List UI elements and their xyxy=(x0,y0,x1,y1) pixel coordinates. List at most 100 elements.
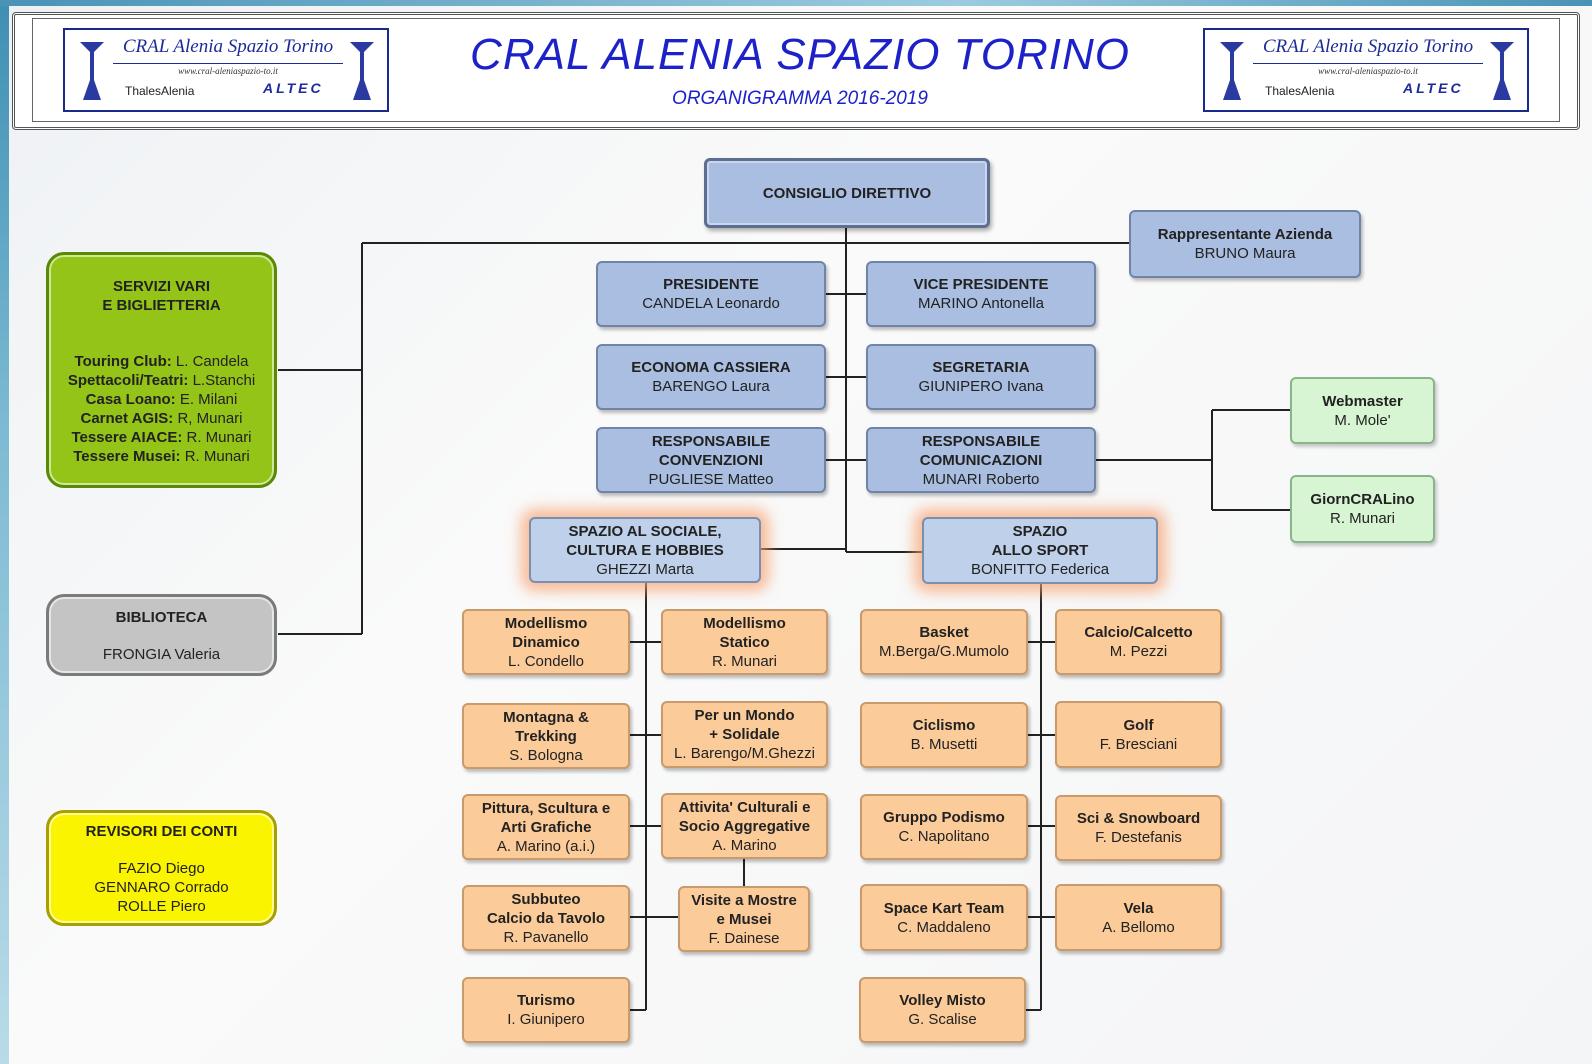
box-title: Gruppo Podismo xyxy=(883,809,1005,826)
logo-title: CRAL Alenia Spazio Torino xyxy=(1262,36,1474,57)
sport-box-basket: Basket M.Berga/G.Mumolo xyxy=(860,609,1028,675)
auditor-name: ROLLE Piero xyxy=(117,898,206,915)
box-title: Arti Grafiche xyxy=(500,818,592,836)
secretary-box: SEGRETARIA GIUNIPERO Ivana xyxy=(866,344,1096,410)
box-name: A. Marino xyxy=(712,836,777,854)
communications-manager-box: RESPONSABILE COMUNICAZIONI MUNARI Robert… xyxy=(866,427,1096,493)
logo-divider xyxy=(113,63,343,64)
box-title: Volley Misto xyxy=(899,992,986,1009)
auditor-name: GENNARO Corrado xyxy=(94,879,229,896)
box-name: BRUNO Maura xyxy=(1194,245,1296,262)
box-title: SEGRETARIA xyxy=(932,359,1030,376)
thales-alenia-logo: ThalesAlenia xyxy=(125,84,195,98)
box-name: BONFITTO Federica xyxy=(970,561,1110,578)
box-title: Socio Aggregative xyxy=(678,817,811,835)
box-name: L. Barengo/M.Ghezzi xyxy=(674,745,815,762)
sport-box-space-kart: Space Kart Team C. Maddaleno xyxy=(860,884,1028,951)
sport-box-ciclismo: Ciclismo B. Musetti xyxy=(860,702,1028,768)
box-title: Vela xyxy=(1123,899,1154,917)
box-name: R. Munari xyxy=(711,652,778,670)
sport-box-calcio: Calcio/Calcetto M. Pezzi xyxy=(1055,609,1222,675)
activity-box-pittura: Pittura, Scultura e Arti Grafiche A. Mar… xyxy=(462,794,630,860)
box-title: + Solidale xyxy=(709,726,780,743)
box-name: F. Dainese xyxy=(708,929,780,947)
box-name: R. Pavanello xyxy=(503,928,589,946)
box-name: C. Napolitano xyxy=(898,828,990,845)
board-box: CONSIGLIO DIRETTIVO xyxy=(704,158,990,228)
box-title: Pittura, Scultura e xyxy=(481,799,611,817)
activity-box-montagna: Montagna & Trekking S. Bologna xyxy=(462,703,630,769)
services-item-label: Carnet AGIS: xyxy=(80,410,174,427)
page-subtitle: ORGANIGRAMMA 2016-2019 xyxy=(672,88,928,109)
box-name: GHEZZI Marta xyxy=(596,560,694,578)
activity-box-modellismo-statico: Modellismo Statico R. Munari xyxy=(661,609,828,675)
services-item-label: Casa Loano: xyxy=(85,391,176,408)
box-title: ECONOMA CASSIERA xyxy=(631,359,791,376)
cral-logo-right: CRAL Alenia Spazio Torino www.cral-aleni… xyxy=(1203,28,1529,112)
president-box: PRESIDENTE CANDELA Leonardo xyxy=(596,261,826,327)
box-title: Webmaster xyxy=(1322,392,1403,410)
logo-title: CRAL Alenia Spazio Torino xyxy=(122,36,334,57)
sport-box-sci: Sci & Snowboard F. Destefanis xyxy=(1055,795,1222,861)
mole-tower-icon xyxy=(350,42,374,100)
services-item: Tessere AIACE: R. Munari xyxy=(49,428,274,447)
box-title: SPAZIO AL SOCIALE, xyxy=(568,522,722,540)
auditors-title: REVISORI DEI CONTI xyxy=(85,823,238,840)
slide-left-stripe xyxy=(0,0,9,1064)
services-item-name: L.Stanchi xyxy=(192,372,256,389)
box-title: Visite a Mostre xyxy=(691,891,797,909)
social-culture-area-box: SPAZIO AL SOCIALE, CULTURA E HOBBIES GHE… xyxy=(529,517,761,583)
logo-url: www.cral-aleniaspazio-to.it xyxy=(1318,66,1418,76)
box-title: Per un Mondo xyxy=(694,707,795,724)
services-item-label: Tessere Musei: xyxy=(73,448,181,465)
box-title: Dinamico xyxy=(512,633,580,651)
box-title: Attivita' Culturali e xyxy=(678,798,811,816)
company-rep-box: Rappresentante Azienda BRUNO Maura xyxy=(1129,210,1361,278)
services-item: Carnet AGIS: R, Munari xyxy=(49,409,274,428)
box-name: F. Bresciani xyxy=(1099,735,1178,753)
vice-president-box: VICE PRESIDENTE MARINO Antonella xyxy=(866,261,1096,327)
box-title: Subbuteo xyxy=(511,890,581,908)
box-name: G. Scalise xyxy=(908,1011,977,1028)
page-title: CRAL ALENIA SPAZIO TORINO xyxy=(470,30,1130,79)
box-title: Sci & Snowboard xyxy=(1076,810,1201,827)
giorncralino-box: GiornCRALino R. Munari xyxy=(1290,475,1435,543)
mole-tower-icon xyxy=(80,42,104,100)
box-title: Rappresentante Azienda xyxy=(1157,226,1333,243)
sport-box-volley: Volley Misto G. Scalise xyxy=(859,977,1026,1043)
auditor-name: FAZIO Diego xyxy=(118,860,205,877)
sport-branches xyxy=(1026,641,1056,1011)
services-item-label: Tessere AIACE: xyxy=(71,429,183,446)
box-name: GIUNIPERO Ivana xyxy=(918,378,1044,395)
box-name: MUNARI Roberto xyxy=(922,470,1040,488)
services-item: Casa Loano: E. Milani xyxy=(49,390,274,409)
box-name: M. Pezzi xyxy=(1109,643,1168,660)
altec-logo: ALTEC xyxy=(1403,80,1464,96)
services-item: Spettacoli/Teatri: L.Stanchi xyxy=(49,371,274,390)
services-title: SERVIZI VARI xyxy=(113,278,210,295)
box-title: Calcio da Tavolo xyxy=(486,909,606,927)
activity-box-subbuteo: Subbuteo Calcio da Tavolo R. Pavanello xyxy=(462,885,630,951)
services-item-name: R, Munari xyxy=(177,410,243,427)
box-title: Basket xyxy=(919,624,969,641)
box-title: Trekking xyxy=(515,727,577,745)
slide-top-stripe xyxy=(0,0,1592,6)
box-title: PRESIDENTE xyxy=(663,276,759,293)
services-title: E BIGLIETTERIA xyxy=(102,297,221,314)
mole-tower-icon xyxy=(1220,42,1244,100)
box-name: MARINO Antonella xyxy=(918,295,1044,312)
box-name: S. Bologna xyxy=(509,746,583,764)
box-title: VICE PRESIDENTE xyxy=(913,276,1049,293)
library-name: FRONGIA Valeria xyxy=(102,646,221,663)
services-item: Tessere Musei: R. Munari xyxy=(49,447,274,466)
library-title: BIBLIOTECA xyxy=(115,609,208,626)
sport-area-box: SPAZIO ALLO SPORT BONFITTO Federica xyxy=(922,517,1158,584)
cral-logo-left: CRAL Alenia Spazio Torino www.cral-aleni… xyxy=(63,28,389,112)
services-item-name: R. Munari xyxy=(184,448,250,465)
box-name: F. Destefanis xyxy=(1095,829,1182,846)
box-title: RESPONSABILE COMUNICAZIONI xyxy=(919,432,1043,469)
box-name: L. Condello xyxy=(508,652,584,670)
box-name: M. Mole' xyxy=(1334,411,1391,429)
box-name: I. Giunipero xyxy=(507,1011,585,1028)
